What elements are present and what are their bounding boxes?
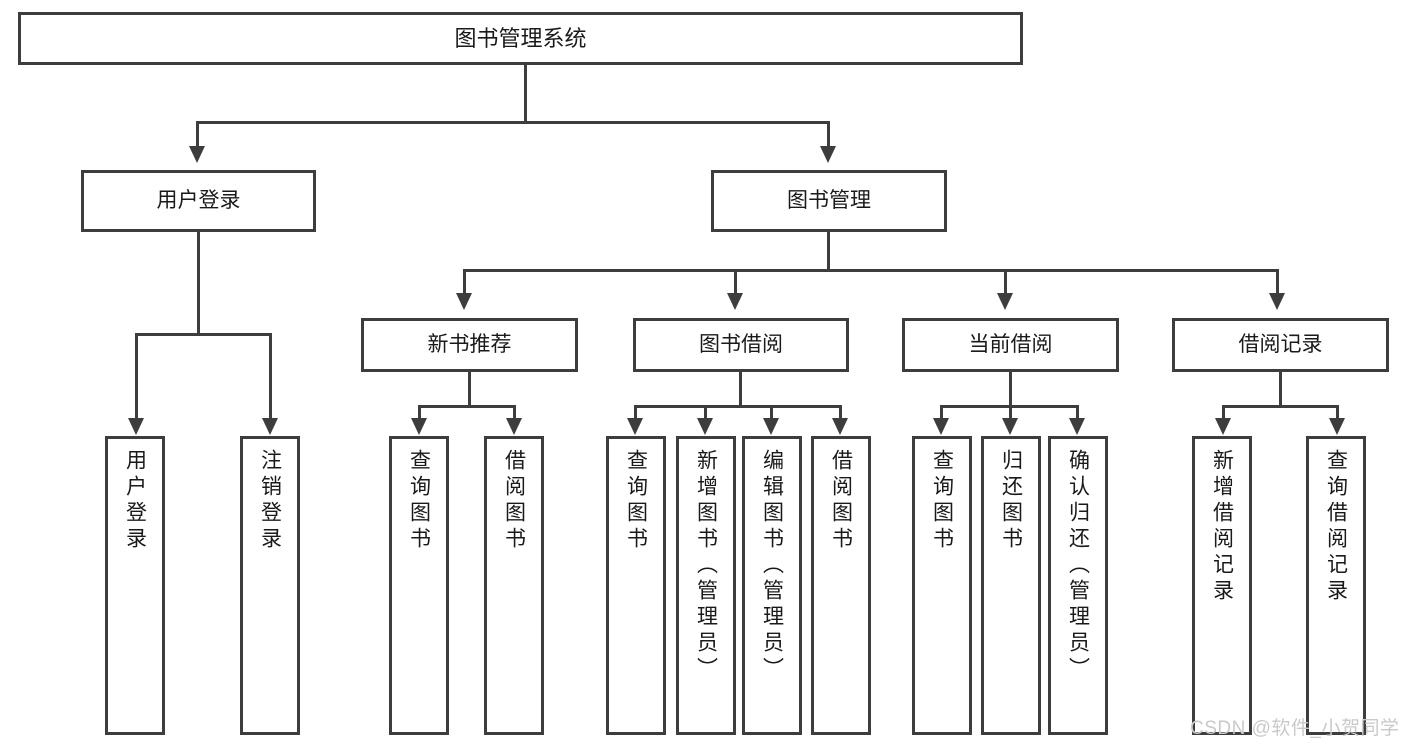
node-label: 图书借阅: [699, 332, 783, 356]
leaf-query-book-new[interactable]: 查询图书: [389, 436, 449, 735]
connector-br-leaf-2: [1336, 405, 1339, 419]
arrowhead-bb-leaf-1: [627, 418, 643, 435]
connector-new-book-bus: [418, 405, 516, 408]
connector-user-login-stem: [197, 232, 200, 335]
node-book-management[interactable]: 图书管理: [711, 170, 947, 232]
arrowhead-bb-leaf-2: [697, 418, 713, 435]
leaf-label: 新增图书（管理员）: [694, 449, 718, 683]
leaf-add-borrow-record[interactable]: 新增借阅记录: [1192, 436, 1252, 735]
leaf-confirm-return-admin[interactable]: 确认归还（管理员）: [1048, 436, 1108, 735]
connector-borrow-record-stem: [1279, 372, 1282, 407]
connector-book-borrow-stem: [739, 372, 742, 407]
node-label: 新书推荐: [427, 332, 512, 356]
arrowhead-bb-leaf-4: [832, 418, 848, 435]
connector-borrow-record-bus: [1222, 405, 1339, 408]
connector-br-leaf-1: [1222, 405, 1225, 419]
connector-new-book-stem: [468, 372, 471, 407]
leaf-label: 编辑图书（管理员）: [760, 449, 784, 683]
leaf-label: 借阅图书: [502, 449, 526, 553]
node-current-borrow[interactable]: 当前借阅: [902, 318, 1119, 372]
connector-bm-to-current-borrow: [1004, 269, 1007, 294]
node-new-book-recommend[interactable]: 新书推荐: [361, 318, 578, 372]
leaf-label: 用户登录: [123, 449, 147, 553]
leaf-label: 查询借阅记录: [1324, 449, 1348, 605]
leaf-label: 借阅图书: [829, 449, 853, 553]
leaf-borrow-book[interactable]: 借阅图书: [811, 436, 871, 735]
arrowhead-user-login-leaf-2: [262, 418, 278, 435]
arrowhead-user-login: [189, 146, 205, 163]
connector-bm-to-book-borrow: [734, 269, 737, 294]
leaf-logout[interactable]: 注销登录: [240, 436, 300, 735]
connector-cb-leaf-3: [1076, 405, 1079, 419]
connector-bm-to-borrow-record: [1276, 269, 1279, 294]
node-root-book-management-system[interactable]: 图书管理系统: [18, 12, 1023, 65]
arrowhead-new-book: [456, 293, 472, 310]
node-borrow-record[interactable]: 借阅记录: [1172, 318, 1389, 372]
arrowhead-cb-leaf-2: [1002, 418, 1018, 435]
connector-root-to-user-login: [196, 121, 199, 147]
connector-bb-leaf-2: [704, 405, 707, 419]
leaf-label: 确认归还（管理员）: [1066, 449, 1090, 683]
node-user-login[interactable]: 用户登录: [81, 170, 316, 232]
leaf-query-book-borrow[interactable]: 查询图书: [606, 436, 666, 735]
leaf-add-book-admin[interactable]: 新增图书（管理员）: [676, 436, 736, 735]
leaf-label: 新增借阅记录: [1210, 449, 1234, 605]
node-label: 借阅记录: [1238, 332, 1323, 356]
connector-cb-leaf-1: [940, 405, 943, 419]
connector-cb-leaf-2: [1009, 405, 1012, 419]
leaf-return-book[interactable]: 归还图书: [981, 436, 1041, 735]
arrowhead-cb-leaf-1: [933, 418, 949, 435]
leaf-label: 注销登录: [258, 449, 282, 553]
connector-root-bus: [196, 121, 829, 124]
connector-bb-leaf-4: [839, 405, 842, 419]
leaf-query-borrow-record[interactable]: 查询借阅记录: [1306, 436, 1366, 735]
leaf-label: 归还图书: [999, 449, 1023, 553]
arrowhead-current-borrow: [997, 293, 1013, 310]
connector-book-management-bus: [463, 269, 1279, 272]
leaf-edit-book-admin[interactable]: 编辑图书（管理员）: [742, 436, 802, 735]
node-label: 图书管理系统: [454, 25, 587, 51]
arrowhead-book-borrow: [727, 293, 743, 310]
connector-bb-leaf-1: [634, 405, 637, 419]
arrowhead-borrow-record: [1269, 293, 1285, 310]
leaf-user-login[interactable]: 用户登录: [105, 436, 165, 735]
connector-nb-leaf-2: [513, 405, 516, 419]
arrowhead-br-leaf-1: [1215, 418, 1231, 435]
node-label: 当前借阅: [968, 332, 1053, 356]
connector-user-login-bus: [135, 333, 272, 336]
connector-root-stem: [524, 65, 527, 122]
arrowhead-user-login-leaf-1: [128, 418, 144, 435]
arrowhead-br-leaf-2: [1329, 418, 1345, 435]
leaf-query-book-current[interactable]: 查询图书: [912, 436, 972, 735]
leaf-borrow-book-new[interactable]: 借阅图书: [484, 436, 544, 735]
connector-book-borrow-bus: [634, 405, 842, 408]
connector-bb-leaf-3: [770, 405, 773, 419]
connector-root-to-book-management: [827, 121, 830, 147]
node-label: 图书管理: [787, 188, 871, 212]
connector-user-login-leaf-2: [269, 333, 272, 419]
node-book-borrow[interactable]: 图书借阅: [633, 318, 849, 372]
leaf-label: 查询图书: [624, 449, 648, 553]
node-label: 用户登录: [156, 188, 241, 212]
arrowhead-nb-leaf-2: [506, 418, 522, 435]
arrowhead-cb-leaf-3: [1069, 418, 1085, 435]
leaf-label: 查询图书: [407, 449, 431, 553]
connector-bm-to-new-book: [463, 269, 466, 294]
connector-nb-leaf-1: [418, 405, 421, 419]
arrowhead-nb-leaf-1: [411, 418, 427, 435]
connector-current-borrow-stem: [1009, 372, 1012, 407]
arrowhead-book-management: [820, 146, 836, 163]
connector-book-management-stem: [827, 232, 830, 272]
connector-user-login-leaf-1: [135, 333, 138, 419]
arrowhead-bb-leaf-3: [763, 418, 779, 435]
leaf-label: 查询图书: [930, 449, 954, 553]
